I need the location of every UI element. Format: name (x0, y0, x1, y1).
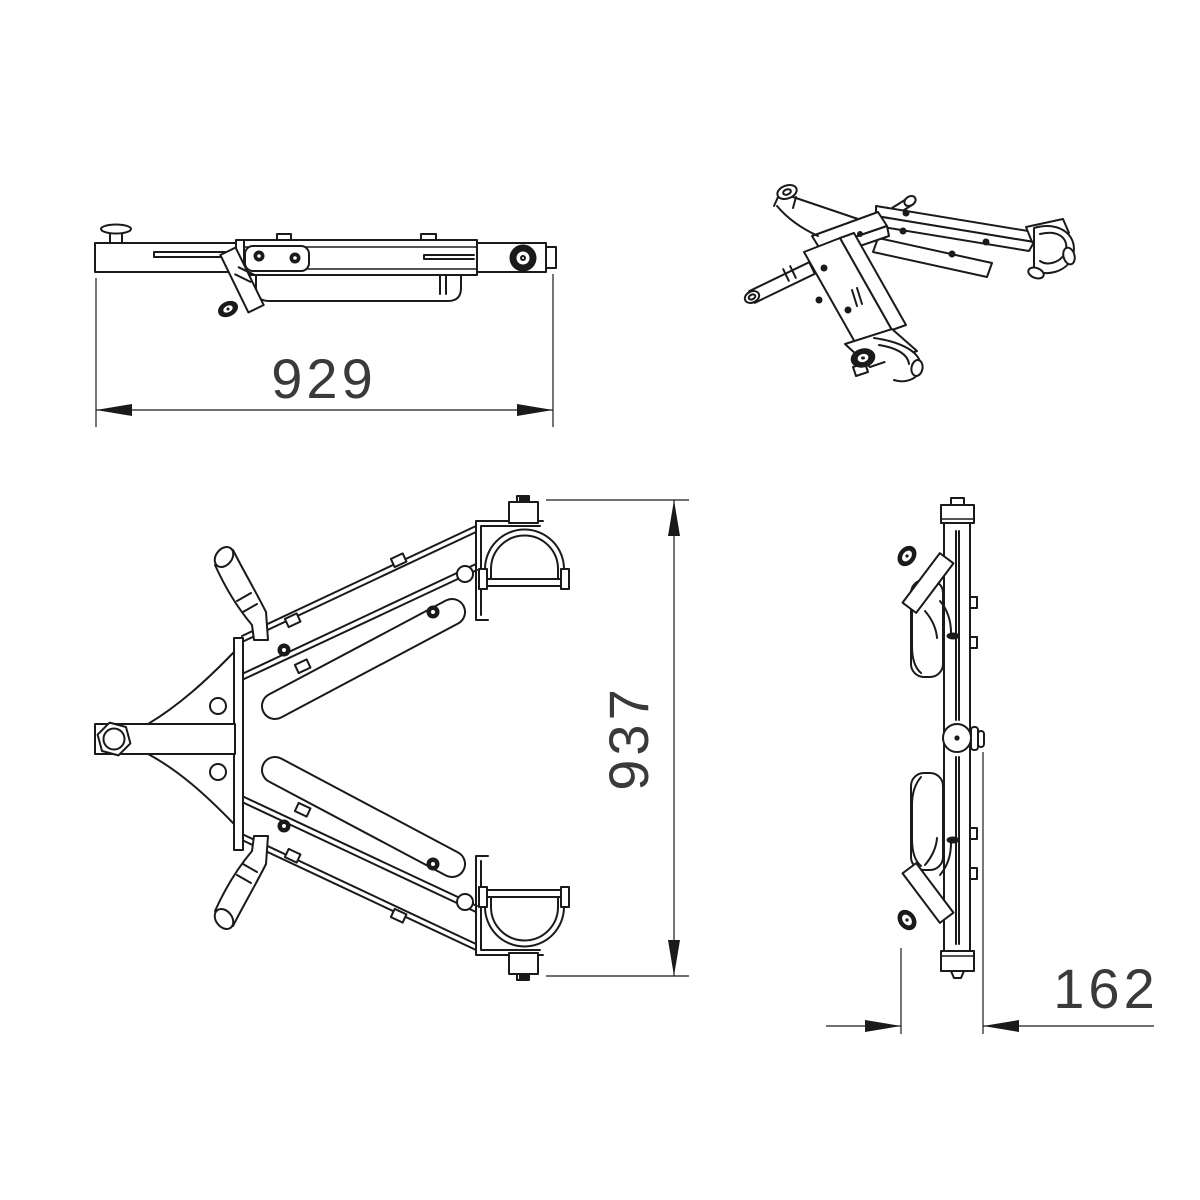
dim-arrow-bottom (668, 940, 680, 976)
dimension-label-162: 162 (1053, 957, 1158, 1020)
iso-near-handle (743, 261, 816, 304)
pivot-plate (244, 245, 310, 272)
dim-arrow-right (983, 1020, 1019, 1032)
iso-right-hook (1025, 218, 1076, 280)
dimension-overall-length: 929 (95, 274, 554, 427)
under-bracket (255, 271, 462, 302)
dim-arrow-left (865, 1020, 901, 1032)
dimension-side-width: 162 (826, 752, 1158, 1034)
plan-hitch (94, 637, 244, 851)
plan-handle-grip (213, 546, 269, 641)
view-side-elevation: 929 (94, 223, 557, 427)
plan-arm-upper (213, 495, 570, 721)
dimension-label-937: 937 (597, 685, 660, 790)
view-isometric (743, 183, 1076, 383)
dim-arrow-top (668, 500, 680, 536)
dimension-label-929: 929 (271, 347, 376, 410)
adjustment-knob (100, 223, 132, 244)
profile-knob (942, 723, 985, 753)
iso-left-arm (803, 232, 907, 345)
pad-lower (910, 772, 944, 871)
plan-arm-lower (209, 755, 570, 981)
arm-backing-plate (260, 597, 467, 721)
iso-right-arm (870, 205, 1035, 278)
iso-hitch-lug (773, 183, 859, 237)
dim-arrow-left (96, 404, 132, 416)
plan-hook-cradle (456, 495, 570, 621)
dim-arrow-right (517, 404, 553, 416)
view-plan: 937 (94, 495, 689, 981)
left-tube (94, 242, 237, 273)
profile-handle-upper (897, 545, 960, 640)
dimension-overall-depth: 937 (546, 499, 689, 977)
handle-grip-front (218, 246, 265, 318)
view-side-profile: 162 (826, 497, 1158, 1034)
iso-bottom-hook (844, 328, 924, 383)
roller-block (476, 242, 557, 273)
